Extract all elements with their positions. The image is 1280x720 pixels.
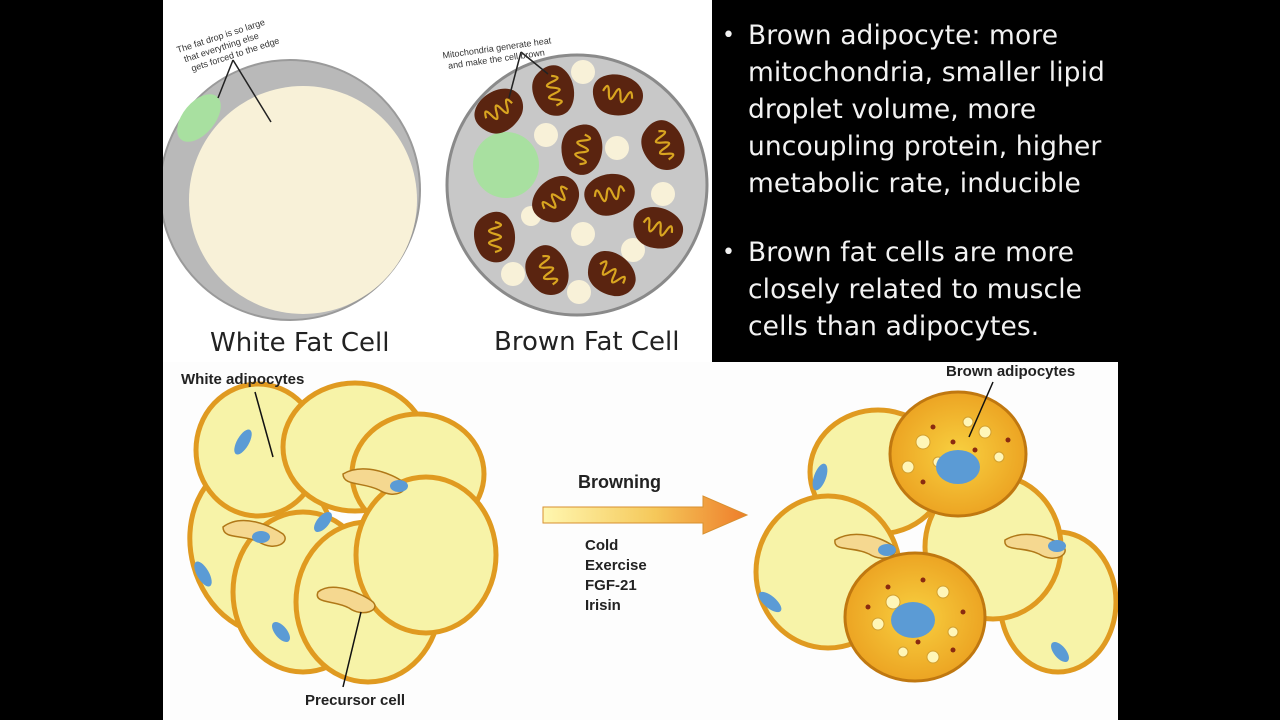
white-annotation-pointer-1: [217, 59, 234, 99]
factor-cold: Cold: [585, 537, 618, 554]
right-precursor-cells: [834, 533, 1066, 559]
bullet-line: metabolic rate, inducible: [748, 168, 1081, 199]
browning-diagram-svg: White adipocytes Precursor cell Browning…: [181, 363, 1118, 709]
brown-annotation-pointer-1: [508, 51, 522, 99]
bullet-line: Brown adipocyte: more: [748, 20, 1059, 51]
white-adipocyte-cluster: [187, 380, 499, 685]
bullet-panel: • Brown adipocyte: more mitochondria, sm…: [712, 0, 1280, 362]
browning-arrow: [542, 495, 749, 535]
brown-fat-cell: Mitochondria generate heat and make the …: [442, 35, 709, 317]
brown-cell-nucleus: [473, 132, 539, 198]
brown-adipocytes-label: Brown adipocytes: [946, 363, 1075, 380]
bullet-dot-icon: •: [722, 23, 736, 48]
right-cluster-nuclei: [758, 450, 1069, 662]
brown-fat-cell-label: Brown Fat Cell: [494, 327, 679, 357]
white-adipocytes-label: White adipocytes: [181, 371, 304, 388]
white-annotation-pointer-2: [232, 59, 272, 123]
white-fat-cell: The fat drop is so large that everything…: [163, 17, 421, 321]
precursor-cell-label: Precursor cell: [305, 692, 405, 709]
white-fat-cell-label: White Fat Cell: [210, 328, 389, 358]
bullet-line: uncoupling protein, higher: [748, 131, 1102, 162]
precursor-cells: [222, 468, 408, 614]
white-adipocytes-pointer: [254, 391, 274, 458]
brown-adipocytes-pointer: [968, 381, 994, 438]
bullet-line: cells than adipocytes.: [748, 311, 1040, 342]
brown-adipocyte-droplets: [871, 416, 1005, 664]
browning-diagram: White adipocytes Precursor cell Browning…: [163, 362, 1118, 720]
white-cell-fat-droplet: [189, 86, 417, 314]
brown-annotation-pointer-2: [520, 51, 549, 75]
bullet-dot-icon: •: [722, 240, 736, 265]
brown-adipocyte-mitochondria: [865, 424, 1011, 653]
factor-exercise: Exercise: [585, 557, 647, 574]
bullet-line: Brown fat cells are more: [748, 237, 1075, 268]
bullet-line: closely related to muscle: [748, 274, 1083, 305]
brown-cell-lipid-droplets: [501, 60, 675, 304]
bullet-line: droplet volume, more: [748, 94, 1037, 125]
factor-irisin: Irisin: [585, 597, 621, 614]
factor-fgf21: FGF-21: [585, 577, 637, 594]
fat-cell-comparison-svg: The fat drop is so large that everything…: [163, 17, 709, 358]
bullet-list: • Brown adipocyte: more mitochondria, sm…: [712, 17, 1272, 362]
white-adipocyte-nuclei: [194, 429, 332, 642]
bullet-muscle-relation: • Brown fat cells are more closely relat…: [712, 234, 1272, 345]
fat-cell-comparison-figure: The fat drop is so large that everything…: [163, 0, 712, 362]
browning-label: Browning: [578, 472, 661, 492]
precursor-pointer: [342, 611, 362, 688]
white-cell-nucleus: [177, 94, 221, 142]
bullet-line: mitochondria, smaller lipid: [748, 57, 1105, 88]
bullet-brown-adipocyte: • Brown adipocyte: more mitochondria, sm…: [712, 17, 1272, 202]
